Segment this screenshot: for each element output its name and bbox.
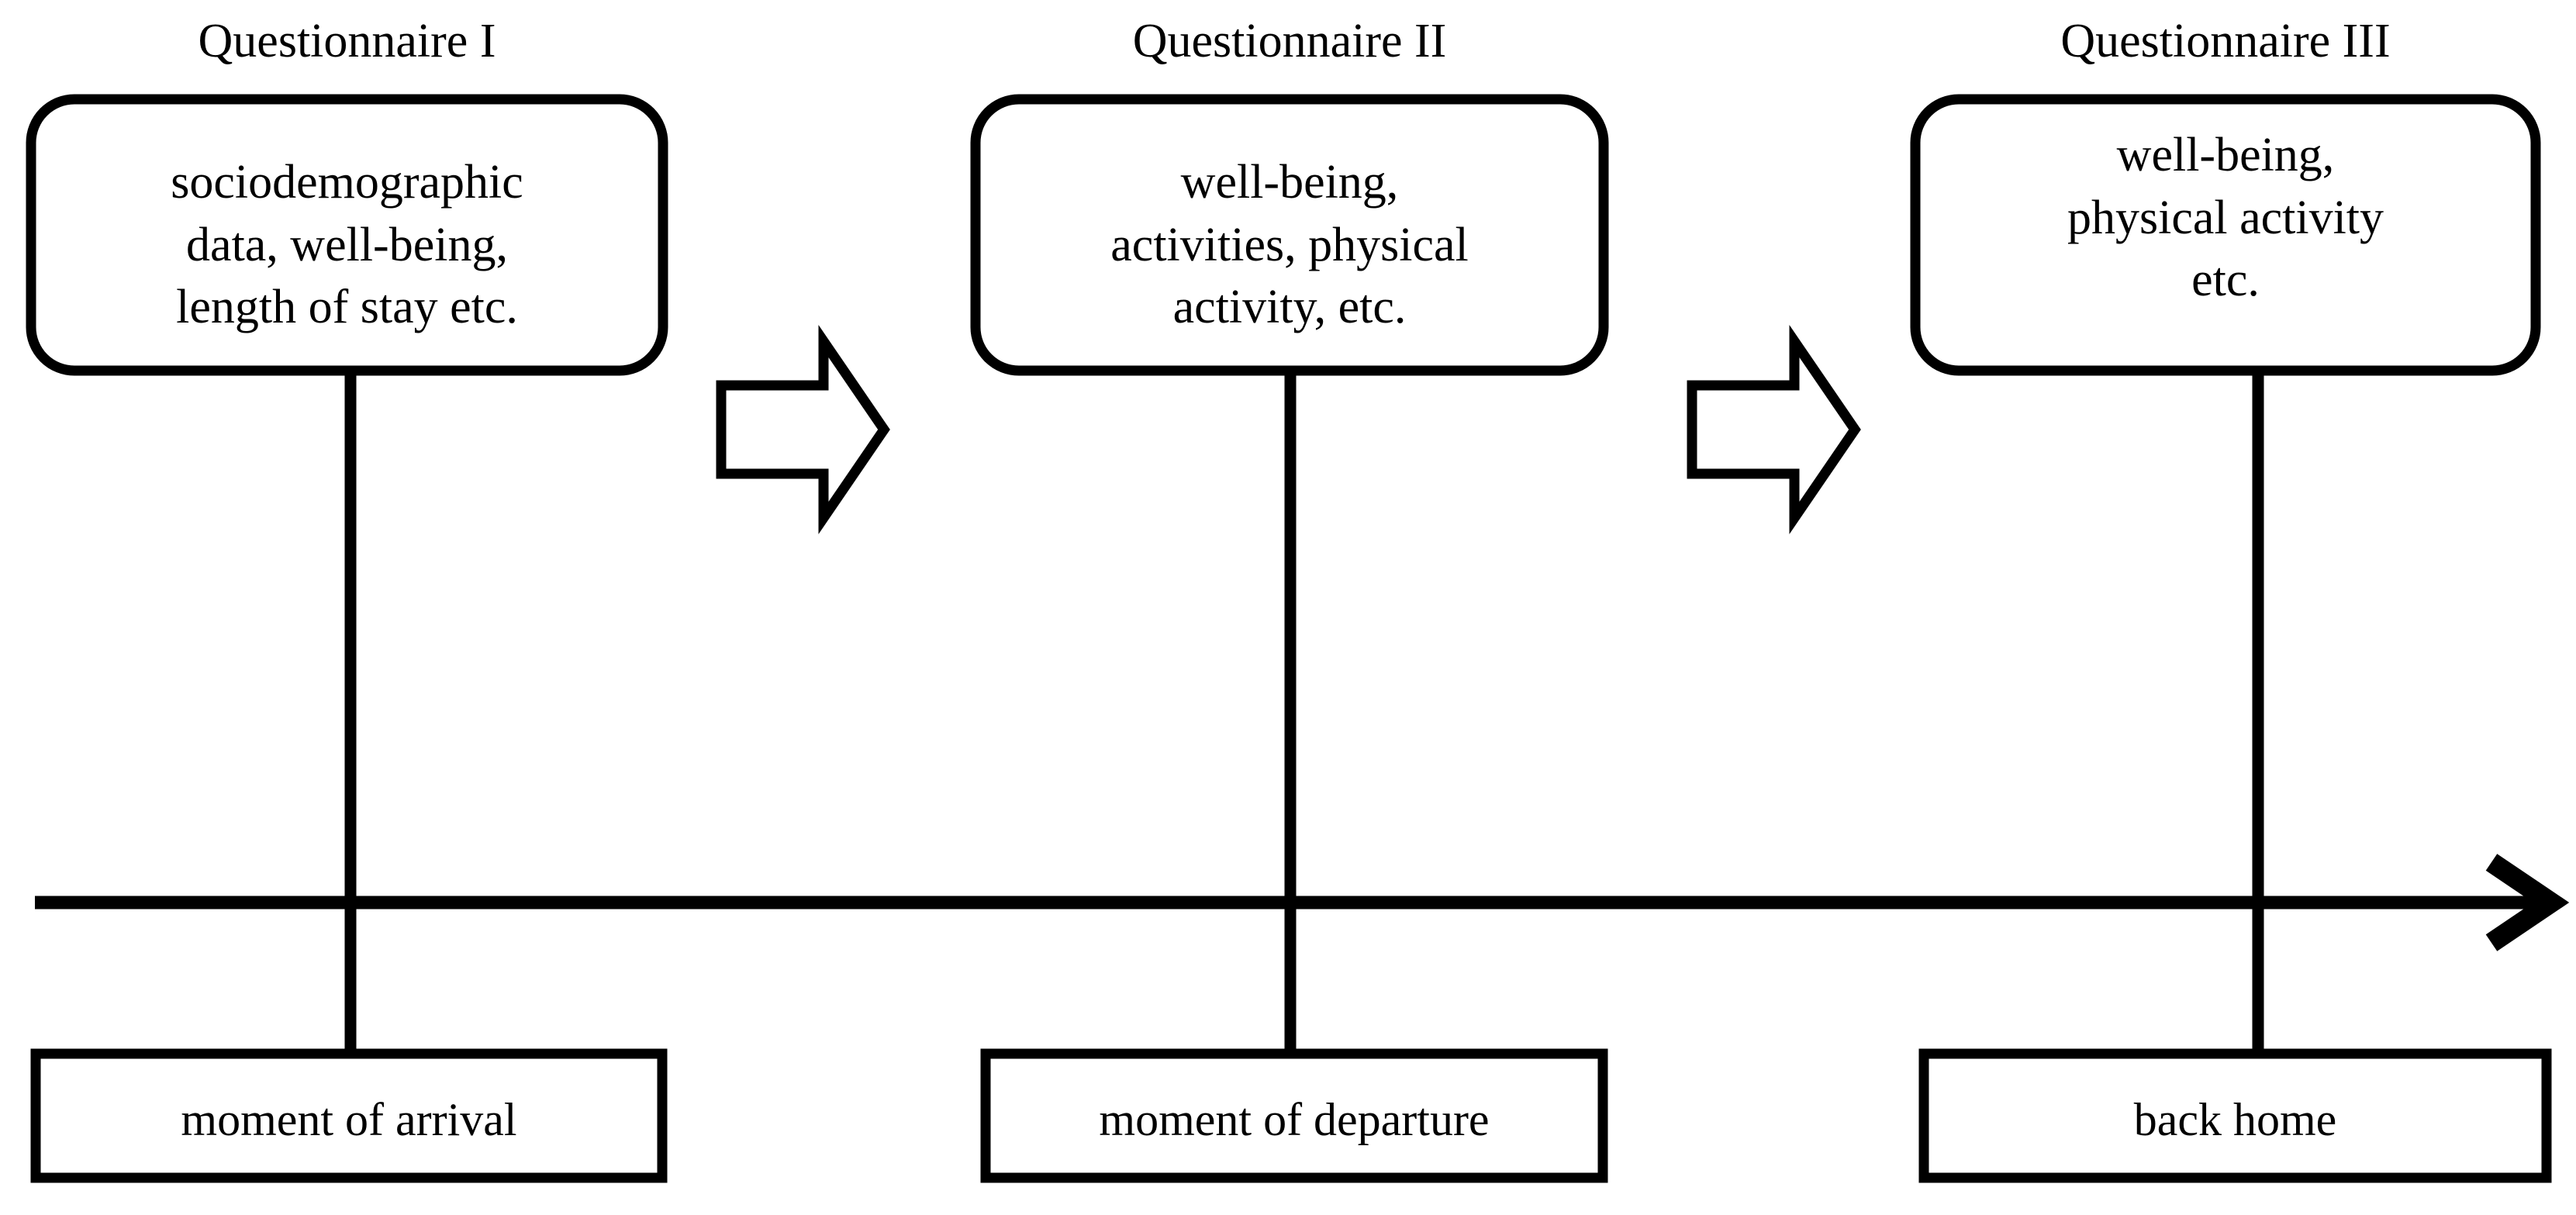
- timeline-arrowhead-icon: [2485, 854, 2570, 951]
- timeline-label-box-3: [1918, 1048, 2552, 1183]
- questionnaire-box-1: [26, 94, 668, 376]
- timeline-label-box-2: [980, 1048, 1608, 1183]
- block-arrow-icon-1: [716, 324, 890, 535]
- questionnaire-box-2: [970, 94, 1609, 376]
- timeline-label-box-1: [30, 1048, 668, 1183]
- questionnaire-box-3: [1910, 94, 2541, 376]
- block-arrow-icon-2: [1687, 324, 1861, 535]
